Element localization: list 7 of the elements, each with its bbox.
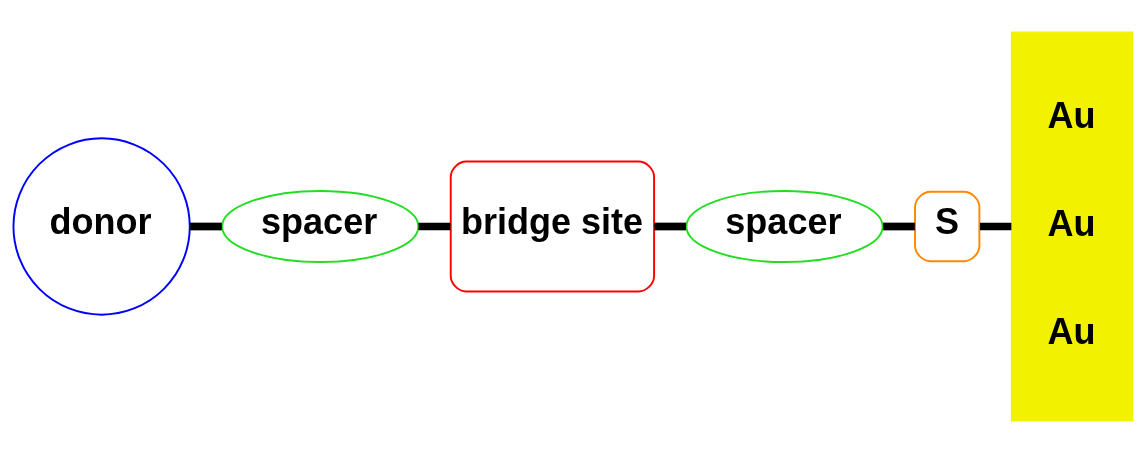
- node-box: bridge site: [449, 160, 656, 292]
- node-ellipse: spacer: [221, 189, 420, 263]
- connector: [979, 222, 1012, 230]
- node-circle: donor: [12, 136, 191, 316]
- node-ellipse: spacer: [685, 189, 884, 263]
- node-box: Au Au Au: [1010, 31, 1134, 421]
- node-box: S: [914, 190, 981, 262]
